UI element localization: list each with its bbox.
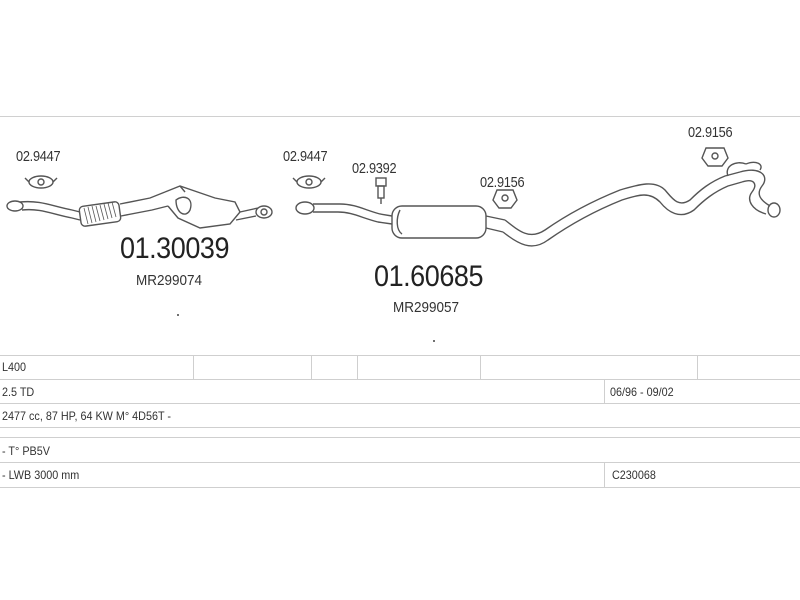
left-clamp-ref: 02.9447: [16, 148, 61, 165]
table-row-type: - T° PB5V: [0, 437, 800, 463]
left-clamp-gasket: [24, 175, 58, 189]
top-divider: [0, 116, 800, 117]
sensor-02-9392: [375, 177, 387, 204]
middle-mount-ref: 02.9156: [480, 174, 525, 191]
middle-clamp-gasket: [292, 175, 326, 189]
left-oem-number: MR299074: [136, 272, 203, 289]
table-row-engine-details: 2477 cc, 87 HP, 64 KW M° 4D56T -: [0, 403, 800, 428]
type-text: - T° PB5V: [2, 444, 50, 458]
middle-rubber-mount: [492, 189, 518, 209]
middle-silencer-01-60685: [295, 161, 781, 247]
middle-part-code: 01.60685: [374, 260, 484, 293]
middle-oem-number: MR299057: [393, 299, 460, 316]
right-rubber-mount: [701, 147, 729, 167]
middle-clamp-ref: 02.9447: [283, 148, 328, 165]
left-part-code: 01.30039: [120, 232, 230, 265]
engine-text: 2.5 TD: [2, 385, 35, 399]
front-pipe-01-30039: [6, 185, 273, 229]
exhaust-system-diagram: [6, 147, 781, 247]
table-row-empty: [0, 427, 800, 438]
catalog-code-text: C230068: [612, 468, 656, 482]
engine-details-text: 2477 cc, 87 HP, 64 KW M° 4D56T -: [2, 409, 172, 423]
wheelbase-text: - LWB 3000 mm: [2, 468, 80, 482]
table-row-engine: 2.5 TD 06/96 - 09/02: [0, 379, 800, 404]
table-row-model: L400: [0, 355, 800, 380]
period-text: 06/96 - 09/02: [610, 385, 674, 399]
left-marker-dot: [177, 314, 179, 316]
model-text: L400: [2, 360, 27, 374]
table-row-wheelbase: - LWB 3000 mm C230068: [0, 462, 800, 488]
right-mount-ref: 02.9156: [688, 124, 733, 141]
middle-sensor-ref: 02.9392: [352, 160, 397, 177]
middle-marker-dot: [433, 340, 435, 342]
